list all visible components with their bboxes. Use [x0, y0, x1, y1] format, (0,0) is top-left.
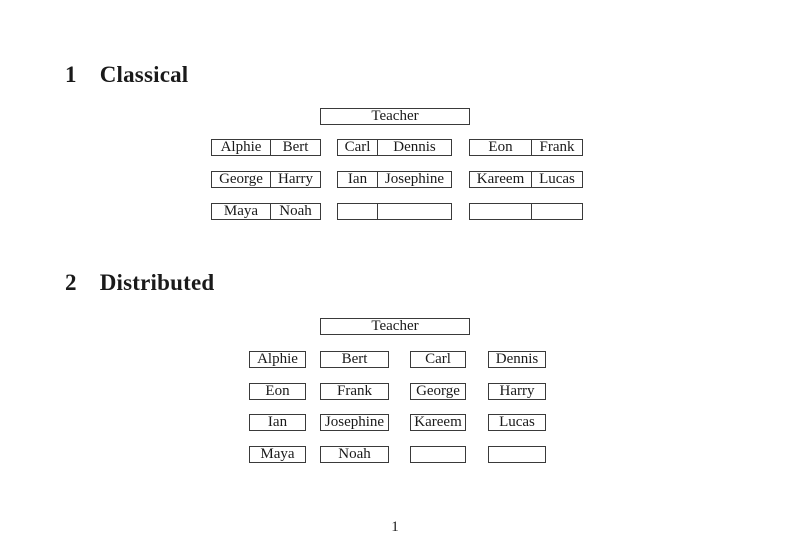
- seat-cell: Carl: [338, 140, 378, 155]
- seat-cell: [378, 204, 451, 219]
- seat-box-empty: [410, 446, 466, 463]
- seat-cell: Kareem: [470, 172, 532, 187]
- desk-pair: Ian Josephine: [337, 171, 452, 188]
- seat-cell: Alphie: [212, 140, 271, 155]
- desk-pair-empty: [337, 203, 452, 220]
- seat-cell: Frank: [539, 139, 575, 155]
- teacher-label: Teacher: [371, 108, 419, 124]
- seat-cell: [532, 204, 582, 219]
- seat-cell: George: [212, 172, 271, 187]
- seat-cell: Josephine: [384, 171, 445, 187]
- seat-box: Frank: [320, 383, 389, 400]
- seat-cell: Dennis: [393, 139, 436, 155]
- seat-box: Dennis: [488, 351, 546, 368]
- seat-box-empty: [488, 446, 546, 463]
- desk-pair: Eon Frank: [469, 139, 583, 156]
- seat-box: Eon: [249, 383, 306, 400]
- seat-box: George: [410, 383, 466, 400]
- seat-box: Carl: [410, 351, 466, 368]
- seat-box: Ian: [249, 414, 306, 431]
- seat-cell: Lucas: [539, 171, 575, 187]
- section-number: 1: [65, 62, 77, 87]
- seat-cell: [470, 204, 532, 219]
- seat-cell: Eon: [470, 140, 532, 155]
- seat-cell: Ian: [338, 172, 378, 187]
- desk-pair: Maya Noah: [211, 203, 321, 220]
- seat-box: Lucas: [488, 414, 546, 431]
- desk-pair: Kareem Lucas: [469, 171, 583, 188]
- seat-cell: Noah: [279, 203, 312, 219]
- seat-box: Kareem: [410, 414, 466, 431]
- seat-box: Alphie: [249, 351, 306, 368]
- section-heading-classical: 1 Classical: [65, 63, 188, 86]
- teacher-label: Teacher: [371, 318, 419, 334]
- seat-box: Harry: [488, 383, 546, 400]
- desk-pair-empty: [469, 203, 583, 220]
- teacher-box-classical: Teacher: [320, 108, 470, 125]
- seat-box: Bert: [320, 351, 389, 368]
- seat-box: Noah: [320, 446, 389, 463]
- seat-cell: [338, 204, 378, 219]
- page-number: 1: [391, 519, 399, 535]
- seat-cell: Harry: [278, 171, 313, 187]
- seat-cell: Bert: [282, 139, 309, 155]
- teacher-box-distributed: Teacher: [320, 318, 470, 335]
- seat-box: Maya: [249, 446, 306, 463]
- section-title: Classical: [99, 62, 189, 87]
- section-title: Distributed: [99, 270, 215, 295]
- desk-pair: George Harry: [211, 171, 321, 188]
- seat-cell: Maya: [212, 204, 271, 219]
- seat-box: Josephine: [320, 414, 389, 431]
- section-heading-distributed: 2 Distributed: [65, 271, 214, 294]
- desk-pair: Carl Dennis: [337, 139, 452, 156]
- desk-pair: Alphie Bert: [211, 139, 321, 156]
- section-number: 2: [65, 270, 77, 295]
